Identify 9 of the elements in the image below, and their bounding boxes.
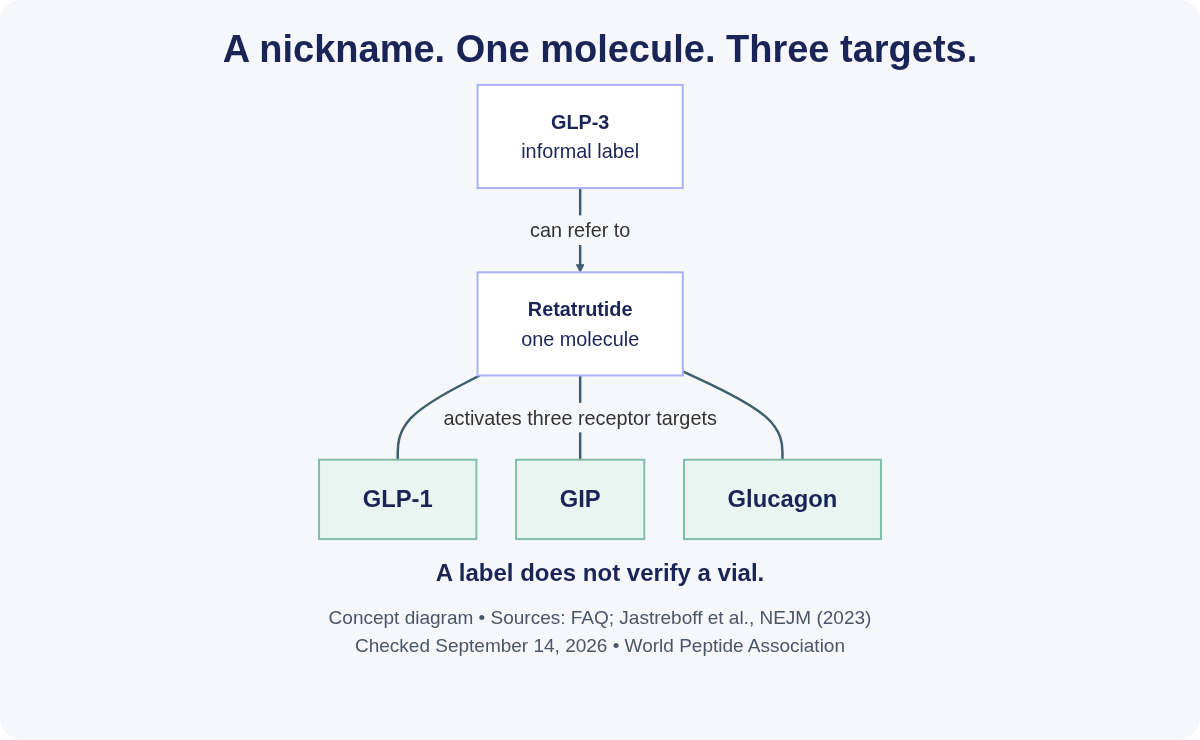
source-note: Concept diagram • Sources: FAQ; Jastreboff et al., NEJM (2023) [327,607,873,629]
caption: A label does not verify a vial. [435,559,765,587]
node-box: Glucagon [683,458,882,541]
node-box: GLP-1 [318,458,478,541]
node-box: Retatrutide one molecule [476,271,684,377]
source-note: Checked September 14, 2026 • World Peptide Association [353,635,846,657]
node-box: GIP [515,458,646,541]
node-box: GLP-3 informal label [476,83,684,190]
title: A nickname. One molecule. Three targets. [221,28,979,71]
